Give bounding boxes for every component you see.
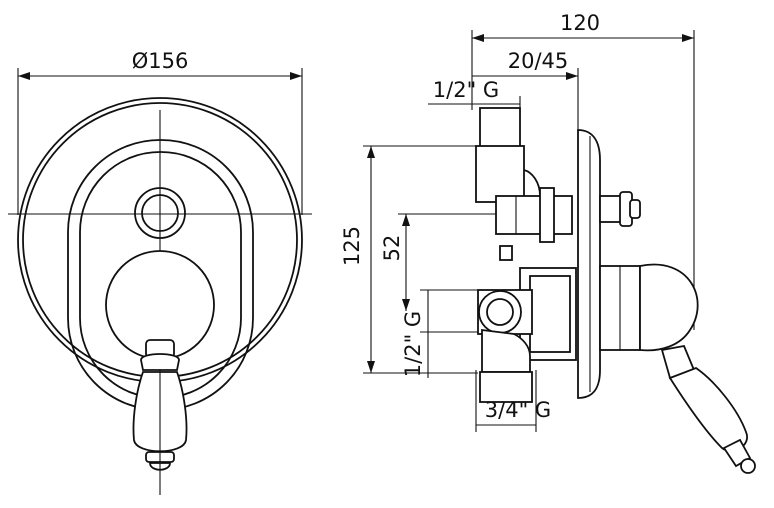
diameter-dimension: Ø156 <box>17 49 303 215</box>
bottom-outlet-nut <box>479 371 533 403</box>
side-diverter-cap <box>629 199 641 219</box>
offset-dimension: 52 <box>380 213 498 311</box>
height-dimension: 125 <box>340 145 478 374</box>
top-inlet-nut <box>475 145 525 203</box>
diverter-collar <box>539 187 555 243</box>
top-elbow <box>523 169 541 197</box>
offset-label: 52 <box>380 235 404 262</box>
side-view: 120 20/45 1/2" G 125 <box>340 11 756 474</box>
valve-core <box>529 275 571 353</box>
body-marker <box>499 245 513 261</box>
top-inlet-pipe <box>479 107 521 151</box>
adjust-range-dimension: 20/45 <box>472 49 579 130</box>
diameter-label: Ø156 <box>132 49 189 73</box>
front-view: Ø156 <box>8 49 312 495</box>
side-inlet-bore <box>486 298 514 326</box>
inlet-side-label: 1/2" G <box>401 311 425 377</box>
diverter-knob-inner <box>141 194 179 232</box>
inlet-top-dimension: 1/2" G <box>428 78 521 112</box>
bottom-outlet <box>481 328 531 373</box>
inlet-top-label: 1/2" G <box>433 78 499 102</box>
diverter-body <box>495 195 573 235</box>
lever-handle <box>132 339 188 471</box>
diverter-knob-outer <box>134 187 186 239</box>
total-depth-label: 120 <box>560 11 600 35</box>
adjust-range-label: 20/45 <box>508 49 569 73</box>
side-lever-handle <box>660 344 756 474</box>
height-label: 125 <box>340 226 364 266</box>
lever-hub <box>639 263 699 352</box>
total-depth-dimension: 120 <box>471 11 695 330</box>
side-wall-plate <box>577 129 601 399</box>
inlet-side-dimension: 1/2" G <box>401 289 480 378</box>
